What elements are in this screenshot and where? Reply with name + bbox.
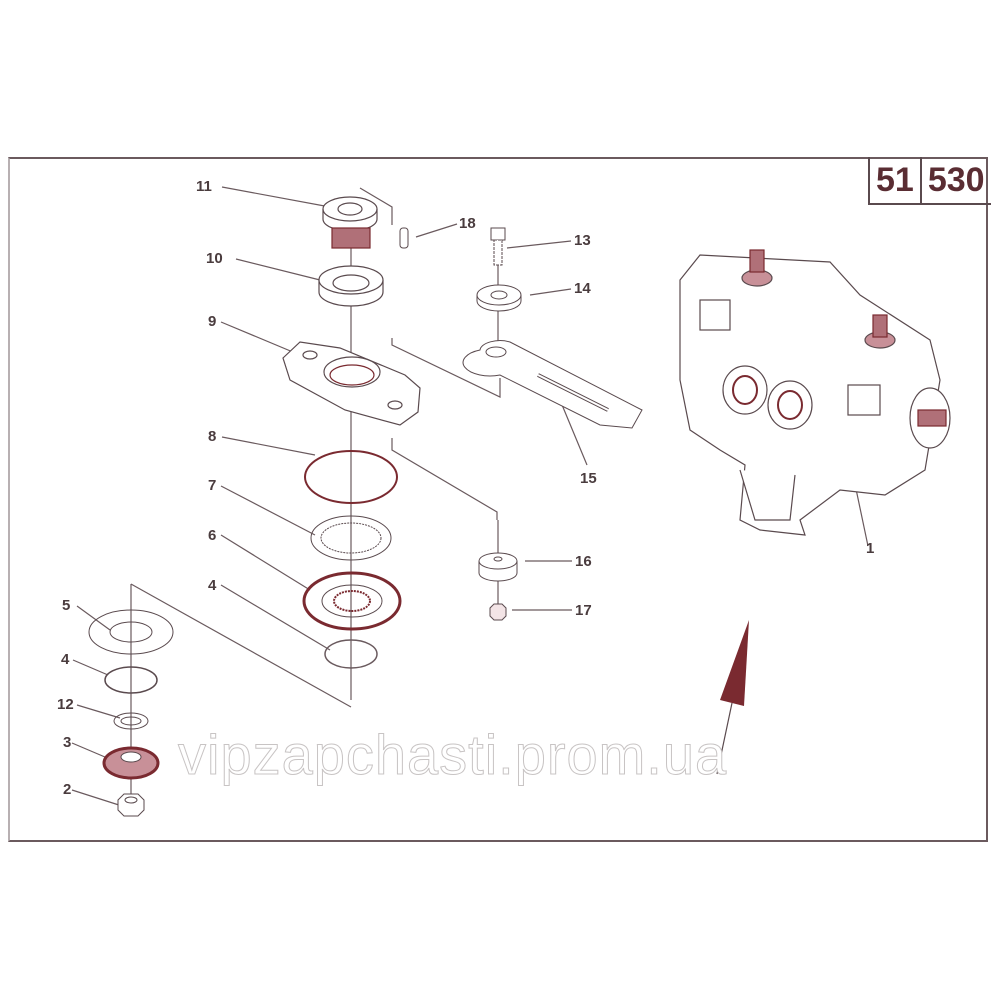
direction-arrow-icon (716, 620, 749, 775)
part-17-nut (489, 603, 507, 621)
label-part-9: 9 (208, 313, 217, 330)
part-11-splined-hub (322, 196, 378, 249)
part-15-blade (462, 340, 643, 429)
part-10-bearing (318, 265, 384, 307)
part-9-plate (282, 341, 421, 426)
part-4-o-ring (324, 639, 378, 669)
label-part-7: 7 (208, 477, 217, 494)
part-6-clutch-disc (302, 571, 402, 631)
label-part-3: 3 (63, 734, 72, 751)
label-part-1: 1 (866, 540, 875, 557)
label-part-2: 2 (63, 781, 72, 798)
part-13-bolt (490, 227, 506, 266)
diagram-number: 530 (919, 157, 991, 203)
label-part-10: 10 (206, 250, 223, 267)
part-7-splined-disc (310, 515, 392, 561)
part-8-ring (304, 450, 398, 504)
title-block: 51 530 (868, 157, 991, 205)
label-part-14: 14 (574, 280, 591, 297)
label-part-18: 18 (459, 215, 476, 232)
label-part-13: 13 (574, 232, 591, 249)
watermark: vipzapchasti.prom.ua (177, 723, 728, 787)
label-part-15: 15 (580, 470, 597, 487)
label-part-4-upper: 4 (208, 577, 217, 594)
left-stack (88, 609, 174, 817)
label-part-5: 5 (62, 597, 71, 614)
label-part-4-lower: 4 (61, 651, 70, 668)
part-18-key (399, 227, 409, 249)
drawing-frame (8, 157, 988, 842)
group-number: 51 (876, 161, 914, 199)
label-part-6: 6 (208, 527, 217, 544)
part-1-gearbox (679, 249, 951, 536)
label-part-16: 16 (575, 553, 592, 570)
label-part-11: 11 (196, 178, 212, 195)
label-part-12: 12 (57, 696, 74, 713)
label-part-17: 17 (575, 602, 592, 619)
part-14-washer (476, 284, 522, 312)
part-16-spacer (478, 552, 518, 582)
label-part-8: 8 (208, 428, 217, 445)
